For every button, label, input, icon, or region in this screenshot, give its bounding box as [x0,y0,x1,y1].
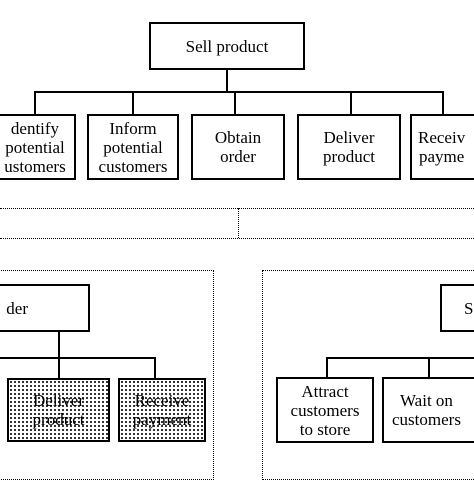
connector-root-down [226,70,228,92]
left-group-head-label: der [6,298,28,318]
connector-level1-bar [34,91,444,93]
dotted-separator-bottom [0,238,474,239]
node-obtain-order: Obtain order [191,114,285,180]
connector-to-deliver [350,91,352,115]
right-group-head-node: S [440,284,474,332]
node-deliver-product: Deliver product [297,114,401,180]
node-inform-potential-customers: Inform potential customers [87,114,179,180]
right-group-connector-attract [326,357,328,379]
left-group-deliver-label: Deliver product [32,391,85,429]
left-group-connector-bar [0,357,156,359]
left-group-connector-deliver [58,357,60,379]
right-group-connector-bar [326,357,474,359]
root-node-label: Sell product [185,36,269,56]
connector-to-inform [132,91,134,115]
node-identify-potential-customers: dentify potential ustomers [0,114,76,180]
left-group-receive-label: Receive payment [132,391,192,429]
left-group-node-receive-payment: Receive payment [118,378,206,442]
left-group-connector-receive [154,357,156,379]
node-inform-label: Inform potential customers [98,118,168,176]
dotted-separator-top [0,208,474,209]
left-group-connector-down [58,332,60,358]
right-group-node-wait-on-customers: Wait on customers [382,377,474,443]
node-identify-label: dentify potential ustomers [4,118,66,176]
node-receive-label: Receiv payme [418,128,466,166]
right-group-head-label: S [464,298,474,318]
node-obtain-label: Obtain order [214,128,262,166]
node-deliver-label: Deliver product [323,128,375,166]
node-receive-payment: Receiv payme [410,114,474,180]
left-group-head-node: der [0,284,90,332]
left-group-node-deliver-product: Deliver product [7,378,110,442]
connector-to-identify [34,91,36,115]
root-node-sell-product: Sell product [149,22,305,70]
right-group-node-attract-customers: Attract customers to store [276,377,374,443]
dotted-separator-mid [238,208,239,238]
connector-to-obtain [234,91,236,115]
right-group-wait-label: Wait on customers [392,391,461,429]
connector-to-receive [442,91,444,115]
right-group-connector-wait [428,357,430,379]
right-group-attract-label: Attract customers to store [290,381,360,439]
